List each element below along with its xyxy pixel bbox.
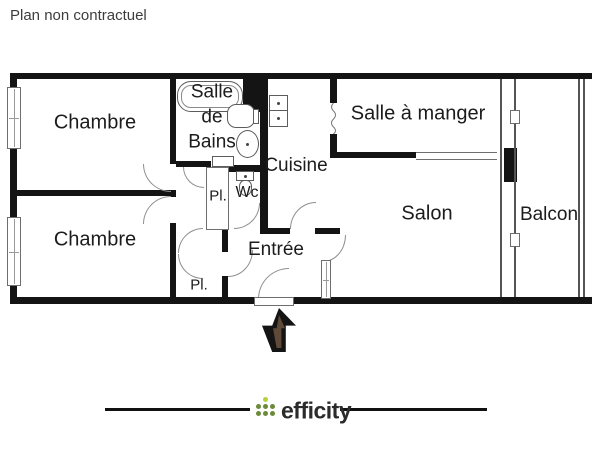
door-arc-kitchen [290,202,316,229]
wall-entree-left-a [222,230,228,252]
wall-outer-bottom [10,297,592,304]
brand-dot [263,411,268,416]
room-label-chambre-bottom: Chambre [53,228,137,251]
toilet-bowl-icon [239,180,252,196]
door-arc-salon [323,235,346,262]
brand-dot [270,397,275,402]
room-label-chambre-top: Chambre [53,111,137,134]
page-title: Plan non contractuel [10,7,147,24]
brand-dot [270,404,275,409]
room-label-salle-de-bains: Salle de Bains [188,81,236,153]
door-arc-bathroom [183,167,204,188]
room-label-entree: Entrée [248,239,304,260]
brand-dot [270,411,275,416]
wall-outer-left [10,73,17,304]
brand-line-left [105,408,250,411]
brand-line-right [340,408,487,411]
entrance-arrow-icon [262,308,296,352]
balcony-glass-line-a [500,79,502,297]
balcony-glass-tick-upper [510,110,520,124]
closet-upper [206,167,229,230]
balcony-railing-a [578,79,580,297]
window-bedroom-bottom [7,217,21,286]
wall-hall-low [170,223,176,297]
balcony-railing-b [583,79,585,297]
brand-name: efficity [281,397,352,424]
brand-dot [256,404,261,409]
brand-logo-icon [256,397,275,416]
wall-entree-left-b [222,276,228,297]
washbasin-tap-icon [253,109,259,124]
room-label-cuisine: Cuisine [264,155,328,176]
washbasin-icon [227,104,255,128]
bathroom-unit-icon [212,156,234,167]
door-arc-bedroom-top [143,164,171,192]
room-label-balcon: Balcon [519,204,579,225]
wall-hall-top [170,79,176,164]
entrance-arrow-inner-icon [273,315,285,348]
door-arc-wc [234,203,260,229]
wall-outer-top [10,73,592,79]
bathtub-inner-icon [181,85,239,108]
room-label-salle-a-manger: Salle à manger [350,102,486,125]
wall-between-bedrooms [10,190,170,196]
bidet-icon [236,130,259,158]
glass-panel-salon [321,260,331,299]
wall-dining-living [336,152,416,158]
room-label-placard-lower: Pl. [190,276,208,294]
balcony-glass-line-b [514,79,516,297]
balcony-glass-tick-lower [510,233,520,247]
brand-dot [256,411,261,416]
room-label-wc: Wc [235,184,259,201]
brand-dot [256,397,261,402]
door-arc-bedroom-bottom [143,196,171,224]
wall-bath-bottom [176,161,211,167]
front-door-threshold [254,297,294,306]
room-label-salon: Salon [401,202,453,225]
squiggle-icon [331,102,336,135]
wall-entree-top-b [315,228,340,234]
brand-dot [263,397,268,402]
kitchen-sink-lower-icon [269,110,288,127]
opening-lintel [416,152,497,160]
window-bedroom-top [7,87,21,149]
door-arc-front-door [258,268,289,299]
wall-hall-mid [170,190,176,197]
wall-break-symbol [329,102,338,135]
door-arc-closet-upper [178,228,203,253]
brand-dot [263,404,268,409]
wall-balcony-block [504,148,517,182]
wall-kitchen-left [260,112,268,234]
door-arc-closet-lower [178,254,203,279]
wall-entree-top-a [260,228,290,234]
wall-wc-top [228,165,260,172]
room-label-placard-upper: Pl. [209,187,227,205]
kitchen-sink-upper-icon [269,95,288,111]
